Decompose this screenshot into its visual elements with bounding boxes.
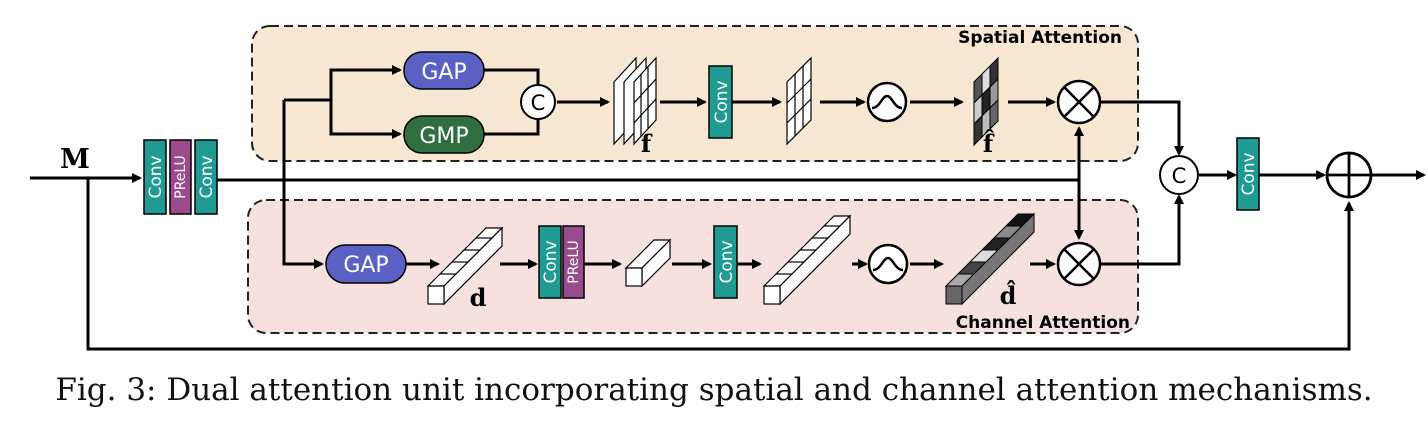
prelu-label: PReLU: [173, 155, 189, 199]
reduced-vector: [624, 238, 672, 288]
gap-label: GAP: [421, 60, 466, 85]
f-hat-label: f̂: [983, 129, 995, 158]
spatial-attention-title: Spatial Attention: [958, 28, 1122, 48]
sigmoid-node-spatial: [866, 81, 908, 123]
sigmoid-node-channel: [867, 243, 909, 285]
conv-label: Conv: [146, 155, 166, 198]
gap-label: GAP: [343, 253, 388, 278]
feature-map-single: [786, 56, 812, 146]
conv-block-fusion: [1236, 137, 1260, 211]
conv-label: Conv: [197, 155, 217, 198]
prelu-label: PReLU: [566, 240, 582, 284]
feature-maps-f: [613, 56, 657, 146]
prelu-block-channel: [562, 225, 585, 299]
conv-label: Conv: [717, 240, 737, 283]
conv-block-channel-2: [713, 225, 738, 299]
d-hat-label: d̂: [1000, 280, 1017, 310]
channel-attention-region: [247, 199, 1139, 334]
conv-label: Conv: [1239, 152, 1259, 195]
channel-attention-title: Channel Attention: [956, 313, 1130, 333]
multiply-node-channel: [1056, 241, 1102, 287]
conv-label: Conv: [712, 80, 732, 123]
add-node-residual: [1325, 151, 1373, 199]
attention-map-f-hat: [973, 56, 999, 147]
concat-node-fusion: [1159, 155, 1199, 195]
channel-vector-d: [426, 226, 504, 306]
multiply-node-spatial: [1056, 79, 1102, 125]
connections: [30, 65, 1426, 351]
concat-label: C: [531, 91, 546, 115]
d-label: d: [470, 283, 487, 312]
gap-block-channel: [325, 244, 407, 284]
attention-vector-d-hat: [944, 212, 1036, 306]
gap-block-spatial: [403, 51, 485, 90]
input-conv-block: Conv PReLU Conv: [143, 139, 218, 215]
gmp-label: GMP: [419, 124, 468, 149]
conv-label: Conv: [541, 240, 561, 283]
input-label: M: [60, 144, 90, 175]
expanded-vector: [762, 214, 852, 306]
concat-node-spatial: [520, 84, 556, 120]
figure-caption: Fig. 3: Dual attention unit incorporatin…: [55, 372, 1373, 408]
f-label: f: [641, 129, 653, 158]
concat-label: C: [1172, 164, 1187, 188]
conv-block-channel-1: [538, 225, 562, 299]
gmp-block: [403, 115, 485, 154]
conv-block-spatial: [708, 65, 733, 139]
